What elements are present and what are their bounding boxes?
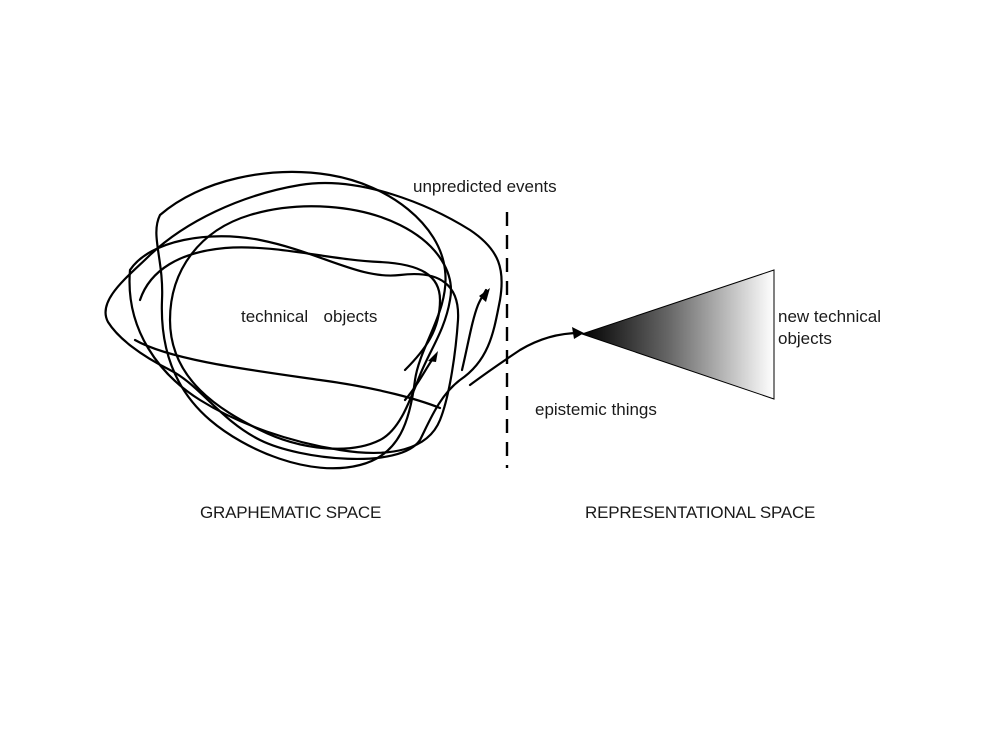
exit-curve (468, 331, 582, 387)
tangled-loops (104, 170, 582, 470)
label-unpredicted-events: unpredicted events (413, 177, 557, 196)
loop-2 (155, 170, 447, 470)
label-representational-space: REPRESENTATIONAL SPACE (585, 503, 816, 522)
loop-4 (168, 205, 452, 450)
arrowhead-inner-2 (479, 288, 490, 302)
label-new-technical-objects-line2: objects (778, 329, 832, 348)
label-new-technical-objects: new technical objects (778, 306, 918, 350)
loop-6 (138, 246, 442, 372)
label-technical-objects: technical objects (241, 307, 378, 326)
loop-5-inner-line (133, 338, 442, 410)
inner-arrow-path-1 (403, 358, 434, 402)
arrowhead-exit (572, 327, 584, 339)
loop-1 (104, 181, 503, 460)
new-objects-cone (580, 269, 775, 400)
arrowhead-inner-1 (428, 351, 438, 362)
label-new-technical-objects-line1: new technical (778, 307, 882, 326)
label-graphematic-space: GRAPHEMATIC SPACE (200, 503, 382, 522)
loop-3 (128, 235, 460, 455)
label-epistemic-things: epistemic things (535, 400, 657, 419)
